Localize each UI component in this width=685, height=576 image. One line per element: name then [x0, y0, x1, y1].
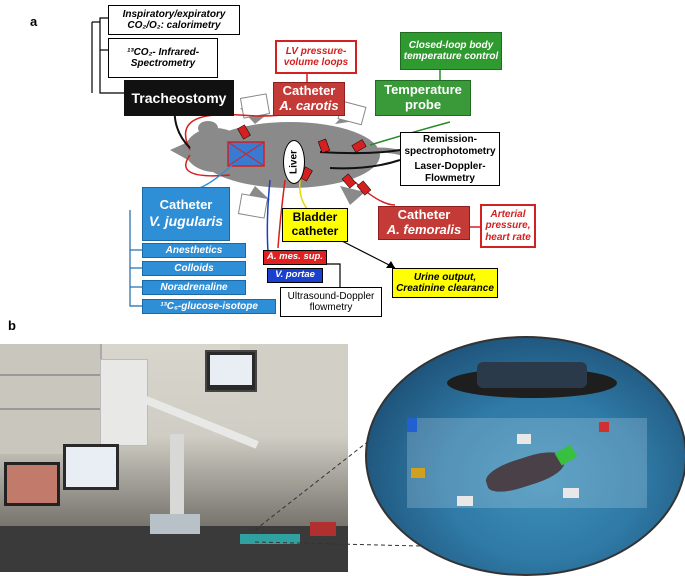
panel-b-label: b — [8, 318, 16, 333]
infusion-noradrenaline: Noradrenaline — [142, 280, 246, 295]
catheter-femoralis-box: Catheter A. femoralis — [378, 206, 470, 240]
catheter-femoralis-title: Catheter — [397, 207, 451, 223]
v-portae-box: V. portae — [267, 268, 323, 283]
infusion-glucose-isotope: ¹³C₆-glucose-isotope — [142, 299, 276, 314]
urine-output-box: Urine output, Creatinine clearance — [392, 268, 498, 298]
catheter-jugularis-box: Catheter V. jugularis — [142, 187, 230, 241]
temperature-probe-box: Temperature probe — [375, 80, 471, 116]
lv-pressure-box: LV pressure- volume loops — [275, 40, 357, 74]
laser-doppler-label: Laser-Doppler- Flowmetry — [414, 161, 486, 184]
ultrasound-doppler-box: Ultrasound-Doppler flowmetry — [280, 287, 382, 317]
mouse-photo-zoom — [365, 336, 685, 576]
infusion-colloids: Colloids — [142, 261, 246, 276]
remission-label: Remission- spectrophotometry — [404, 134, 496, 157]
catheter-jugularis-vessel: V. jugularis — [148, 213, 224, 230]
arterial-pressure-box: Arterial pressure, heart rate — [480, 204, 536, 248]
lab-photo — [0, 344, 348, 572]
liver-label: Liver — [283, 140, 305, 184]
panel-a-label: a — [30, 14, 38, 29]
catheter-jugularis-title: Catheter — [159, 197, 213, 213]
tracheostomy-box: Tracheostomy — [124, 80, 234, 116]
a-mes-sup-box: A. mes. sup. — [263, 250, 327, 265]
remission-box: Remission- spectrophotometry Laser-Doppl… — [400, 132, 500, 186]
zoom-lines — [254, 439, 421, 547]
bladder-catheter-box: Bladder catheter — [282, 208, 348, 242]
co2-spectrometry-box: ¹³CO₂- Infrared- Spectrometry — [108, 38, 218, 78]
catheter-carotis-box: Catheter A. carotis — [273, 82, 345, 116]
infusion-anesthetics: Anesthetics — [142, 243, 246, 258]
catheter-carotis-title: Catheter — [282, 83, 336, 99]
calorimetry-box: Inspiratory/expiratory CO₂/O₂: calorimet… — [108, 5, 240, 35]
catheter-carotis-vessel: A. carotis — [279, 98, 339, 113]
body-temp-box: Closed-loop body temperature control — [400, 32, 502, 70]
catheter-femoralis-vessel: A. femoralis — [386, 222, 462, 237]
